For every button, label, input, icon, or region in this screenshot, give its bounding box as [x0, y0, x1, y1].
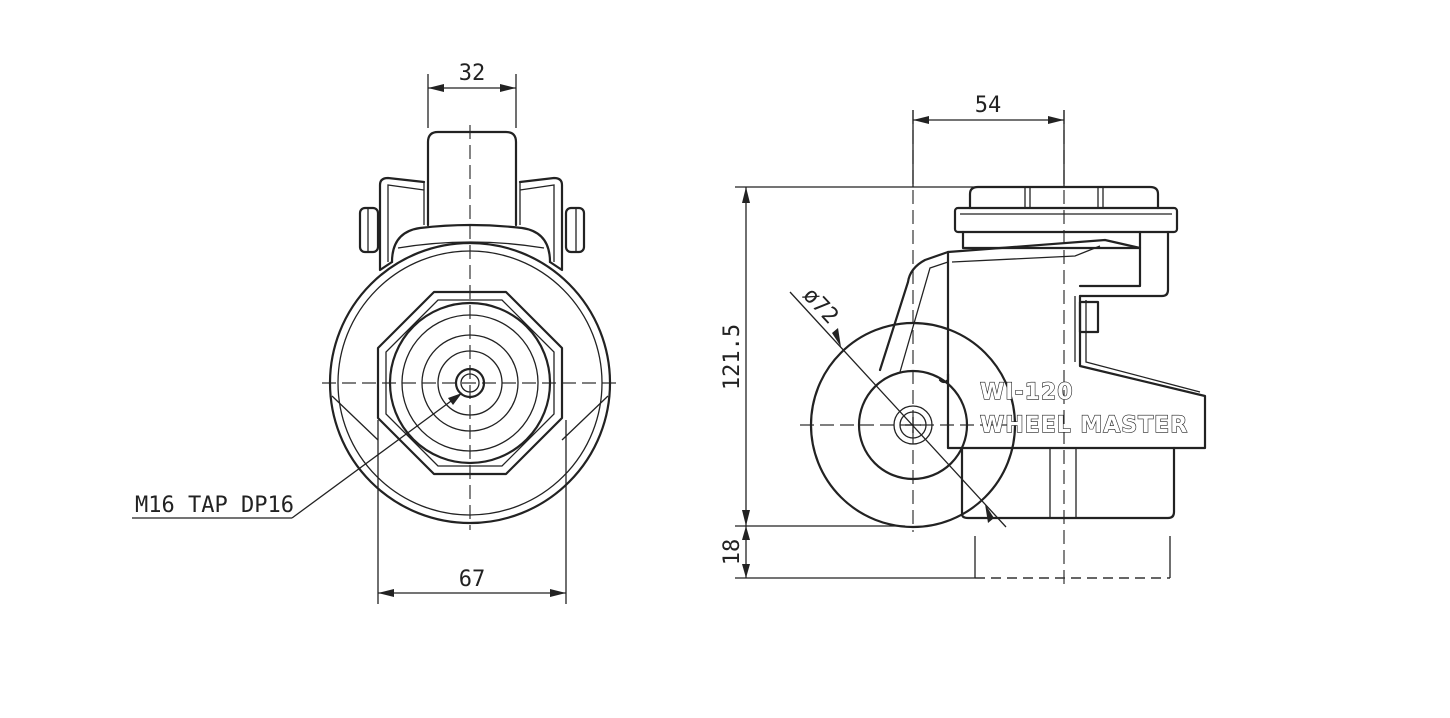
brand-label: WHEEL MASTER	[980, 413, 1188, 438]
tap-callout: M16 TAP DP16	[132, 392, 463, 519]
front-view	[322, 74, 622, 604]
dimension-side-height-bottom: 18	[720, 526, 750, 578]
dimension-side-top: 54	[913, 93, 1064, 124]
dimension-label-54: 54	[975, 93, 1002, 118]
dimension-front-top: 32	[428, 61, 516, 92]
dimension-label-121-5: 121.5	[720, 324, 745, 390]
tap-callout-label: M16 TAP DP16	[135, 493, 294, 518]
dimension-label-18: 18	[720, 539, 745, 566]
dimension-front-bottom: 67	[378, 567, 566, 597]
product-label: WI-120 WHEEL MASTER	[979, 379, 1188, 438]
dimension-wheel-diameter: ø72	[789, 283, 1007, 528]
dimension-side-height: 121.5	[720, 187, 750, 526]
dimension-label-32: 32	[459, 61, 486, 86]
model-label: WI-120	[980, 380, 1074, 405]
side-view	[735, 110, 1207, 585]
dimension-label-diameter: ø72	[798, 283, 843, 329]
dimension-label-67: 67	[459, 567, 486, 592]
